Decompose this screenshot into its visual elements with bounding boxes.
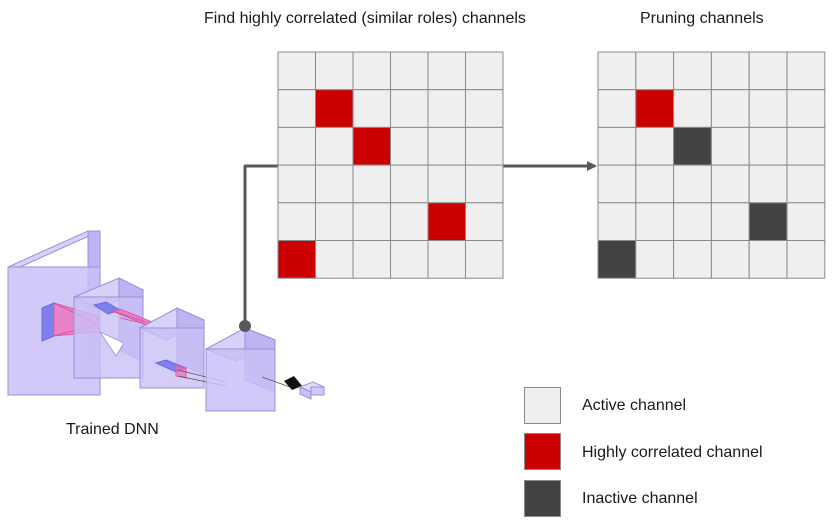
pruning-grid-cell-r4-c4-inactive — [748, 202, 788, 242]
pruning-grid-cell-r2-c5-active — [786, 126, 826, 166]
pruning-grid-cell-r3-c3-active — [710, 164, 750, 204]
pruning-grid-cell-r1-c5-active — [786, 89, 826, 128]
pruning-grid-cell-r1-c0-active — [597, 89, 637, 128]
correlation-grid-cell-r0-c4-active — [427, 51, 466, 91]
pruning-grid-cell-r3-c5-active — [786, 164, 826, 204]
pruning-grid-cell-r4-c3-active — [710, 202, 750, 242]
pruning-grid-cell-r5-c5-active — [786, 240, 826, 279]
pruning-grid-cell-r0-c1-active — [635, 51, 675, 91]
correlation-grid-cell-r4-c3-active — [390, 202, 429, 242]
pruning-grid-cell-r3-c4-active — [748, 164, 788, 204]
pruning-grid-cell-r3-c1-active — [635, 164, 675, 204]
correlation-grid-cell-r0-c0-active — [277, 51, 316, 91]
correlation-grid-cell-r4-c5-active — [465, 202, 504, 242]
correlation-grid-cell-r3-c1-active — [315, 164, 354, 204]
pruning-grid-cell-r2-c2-inactive — [673, 126, 712, 166]
pruning-grid-cell-r1-c4-active — [748, 89, 788, 128]
correlation-grid-cell-r5-c0-correlated — [277, 240, 316, 279]
correlation-grid-cell-r4-c2-active — [352, 202, 391, 242]
dnn-layer-3 — [138, 307, 206, 389]
correlation-grid-cell-r5-c5-active — [465, 240, 504, 279]
pruning-grid-cell-r4-c5-active — [786, 202, 826, 242]
pruning-grid-cell-r0-c0-active — [597, 51, 637, 91]
correlation-grid-cell-r2-c3-active — [390, 126, 429, 166]
pruning-grid-cell-r2-c3-active — [710, 126, 750, 166]
pruning-grid-cell-r5-c3-active — [710, 240, 750, 279]
dnn-output-node — [284, 376, 326, 400]
pruning-grid-cell-r2-c0-active — [597, 126, 637, 166]
pruning-title: Pruning channels — [640, 10, 764, 27]
pruning-grid-cell-r5-c4-active — [748, 240, 788, 279]
correlation-grid-cell-r1-c5-active — [465, 89, 504, 128]
correlation-grid-cell-r5-c4-active — [427, 240, 466, 279]
correlation-grid-cell-r1-c3-active — [390, 89, 429, 128]
correlation-grid-cell-r3-c5-active — [465, 164, 504, 204]
correlation-grid-cell-r2-c0-active — [277, 126, 316, 166]
pruning-grid-cell-r4-c1-active — [635, 202, 675, 242]
dnn-layer-2 — [72, 277, 145, 379]
correlation-grid — [277, 51, 504, 279]
pruning-grid-cell-r1-c2-active — [673, 89, 712, 128]
correlation-grid-cell-r2-c1-active — [315, 126, 354, 166]
correlation-grid-cell-r1-c0-active — [277, 89, 316, 128]
pruning-grid — [597, 51, 826, 279]
correlation-grid-cell-r3-c0-active — [277, 164, 316, 204]
legend-label-correlated: Highly correlated channel — [582, 444, 763, 461]
correlation-grid-cell-r4-c0-active — [277, 202, 316, 242]
correlation-grid-cell-r2-c4-active — [427, 126, 466, 166]
pruning-grid-cell-r3-c0-active — [597, 164, 637, 204]
trained-dnn-label: Trained DNN — [66, 421, 159, 438]
trained-dnn-illustration — [7, 230, 326, 412]
correlation-grid-cell-r2-c5-active — [465, 126, 504, 166]
correlation-grid-cell-r1-c2-active — [352, 89, 391, 128]
pruning-grid-cell-r1-c3-active — [710, 89, 750, 128]
pruning-grid-cell-r0-c2-active — [673, 51, 712, 91]
pruning-grid-cell-r0-c4-active — [748, 51, 788, 91]
correlation-grid-cell-r5-c2-active — [352, 240, 391, 279]
legend-swatch-inactive — [524, 480, 561, 517]
correlation-grid-cell-r0-c2-active — [352, 51, 391, 91]
pruning-grid-cell-r4-c0-active — [597, 202, 637, 242]
pruning-grid-cell-r2-c1-active — [635, 126, 675, 166]
correlation-grid-cell-r5-c1-active — [315, 240, 354, 279]
pruning-grid-cell-r5-c1-active — [635, 240, 675, 279]
dnn-layer-4 — [204, 327, 291, 412]
correlation-grid-cell-r4-c4-correlated — [427, 202, 466, 242]
correlation-grid-cell-r0-c3-active — [390, 51, 429, 91]
legend-label-active: Active channel — [582, 397, 687, 414]
pruning-grid-cell-r2-c4-active — [748, 126, 788, 166]
correlation-grid-cell-r4-c1-active — [315, 202, 354, 242]
pruning-grid-cell-r4-c2-active — [673, 202, 712, 242]
correlation-title: Find highly correlated (similar roles) c… — [204, 10, 526, 27]
correlation-grid-cell-r1-c4-active — [427, 89, 466, 128]
pruning-grid-cell-r5-c0-inactive — [597, 240, 637, 279]
correlation-grid-cell-r5-c3-active — [390, 240, 429, 279]
pruning-grid-cell-r1-c1-correlated — [635, 89, 675, 128]
legend-swatch-active — [524, 387, 561, 424]
correlation-grid-cell-r0-c1-active — [315, 51, 354, 91]
correlation-grid-cell-r1-c1-correlated — [315, 89, 354, 128]
pruning-grid-cell-r3-c2-active — [673, 164, 712, 204]
legend-swatch-correlated — [524, 433, 561, 470]
pruning-grid-cell-r0-c3-active — [710, 51, 750, 91]
pruning-grid-cell-r0-c5-active — [786, 51, 826, 91]
correlation-grid-cell-r0-c5-active — [465, 51, 504, 91]
correlation-grid-cell-r3-c3-active — [390, 164, 429, 204]
correlation-grid-cell-r2-c2-correlated — [352, 126, 391, 166]
correlation-grid-cell-r3-c2-active — [352, 164, 391, 204]
pruning-grid-cell-r5-c2-active — [673, 240, 712, 279]
legend-label-inactive: Inactive channel — [582, 490, 698, 507]
connector-to-correlation-grid — [239, 164, 278, 332]
correlation-grid-cell-r3-c4-active — [427, 164, 466, 204]
